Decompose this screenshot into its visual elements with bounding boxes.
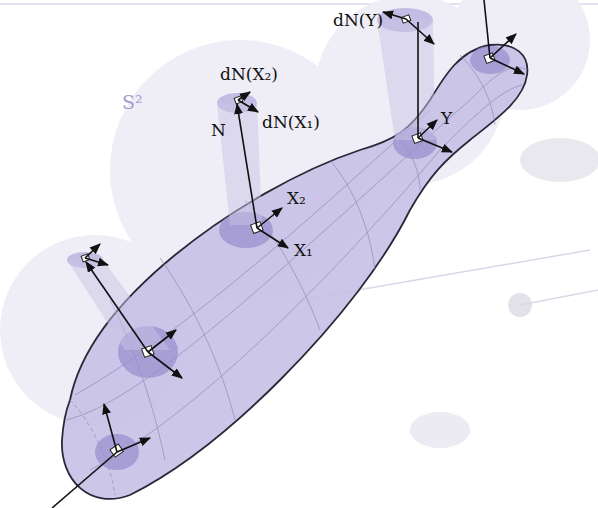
vector-label: dN(Y) <box>333 12 383 29</box>
point-markers <box>81 15 495 457</box>
pin-surface <box>62 45 527 499</box>
vector-label: X₂ <box>287 190 306 207</box>
sphere-label: S² <box>122 93 143 112</box>
vector-label: dN(X₁) <box>262 114 320 131</box>
vector-label: dN(X₂) <box>220 66 278 83</box>
vector-arrows <box>52 0 524 508</box>
gauss-disks <box>67 8 435 350</box>
vector-label: X₁ <box>294 242 313 259</box>
normal-label: N <box>211 122 226 139</box>
surface-disks <box>95 46 510 470</box>
surface-grid <box>66 55 527 495</box>
vector-label: Y <box>441 110 452 127</box>
